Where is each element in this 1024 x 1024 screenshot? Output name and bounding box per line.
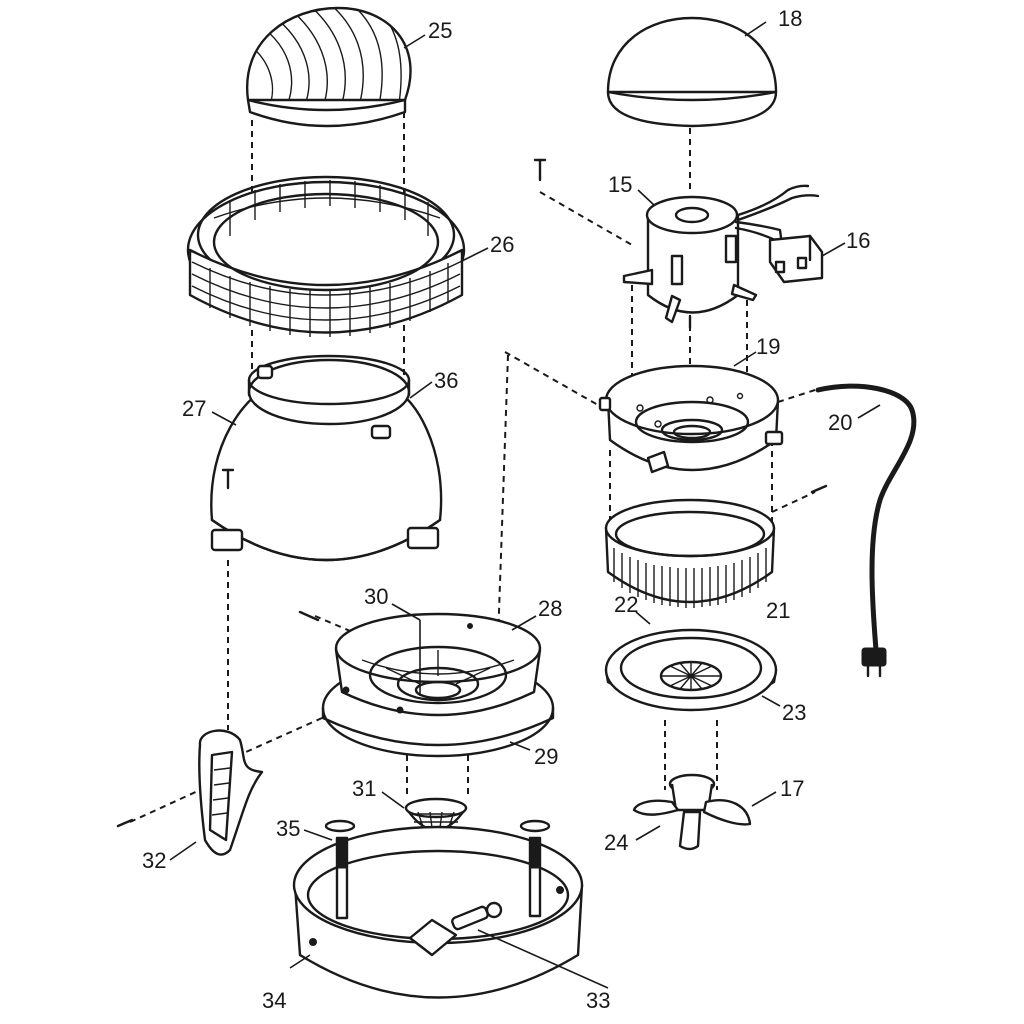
part-28-29-30-tray <box>298 610 555 758</box>
label-18: 18 <box>778 6 802 31</box>
label-25: 25 <box>428 18 452 43</box>
part-21-filter-ring <box>604 498 776 608</box>
label-17: 17 <box>780 776 804 801</box>
part-32-latch <box>116 729 264 856</box>
label-19: 19 <box>756 334 780 359</box>
part-34-base <box>292 819 584 999</box>
part-23-disc-tray <box>604 628 778 712</box>
label-29: 29 <box>534 744 558 769</box>
label-31: 31 <box>352 776 376 801</box>
label-27: 27 <box>182 396 206 421</box>
label-33: 33 <box>586 988 610 1013</box>
part-15-motor <box>533 158 820 330</box>
label-28: 28 <box>538 596 562 621</box>
label-36: 36 <box>434 368 458 393</box>
label-34: 34 <box>262 988 286 1013</box>
part-20-power-cord <box>810 383 917 678</box>
part-27-bowl <box>210 354 443 562</box>
label-15: 15 <box>608 172 632 197</box>
label-22: 22 <box>614 592 638 617</box>
part-19-housing-plate <box>598 364 784 474</box>
callout-leaders <box>169 21 881 989</box>
label-24: 24 <box>604 830 628 855</box>
part-24-impeller <box>632 773 752 851</box>
label-20: 20 <box>828 410 852 435</box>
callout-labels: 25 26 36 27 30 28 29 31 32 35 34 33 18 1… <box>142 6 870 1013</box>
label-35: 35 <box>276 816 300 841</box>
label-32: 32 <box>142 848 166 873</box>
label-21: 21 <box>766 598 790 623</box>
part-26-grille-ring <box>186 175 466 337</box>
label-16: 16 <box>846 228 870 253</box>
part-18-top-dome <box>606 16 778 128</box>
part-16-switch <box>768 234 824 284</box>
label-30: 30 <box>364 584 388 609</box>
label-26: 26 <box>490 232 514 257</box>
part-25-striped-dome <box>245 6 412 128</box>
label-23: 23 <box>782 700 806 725</box>
